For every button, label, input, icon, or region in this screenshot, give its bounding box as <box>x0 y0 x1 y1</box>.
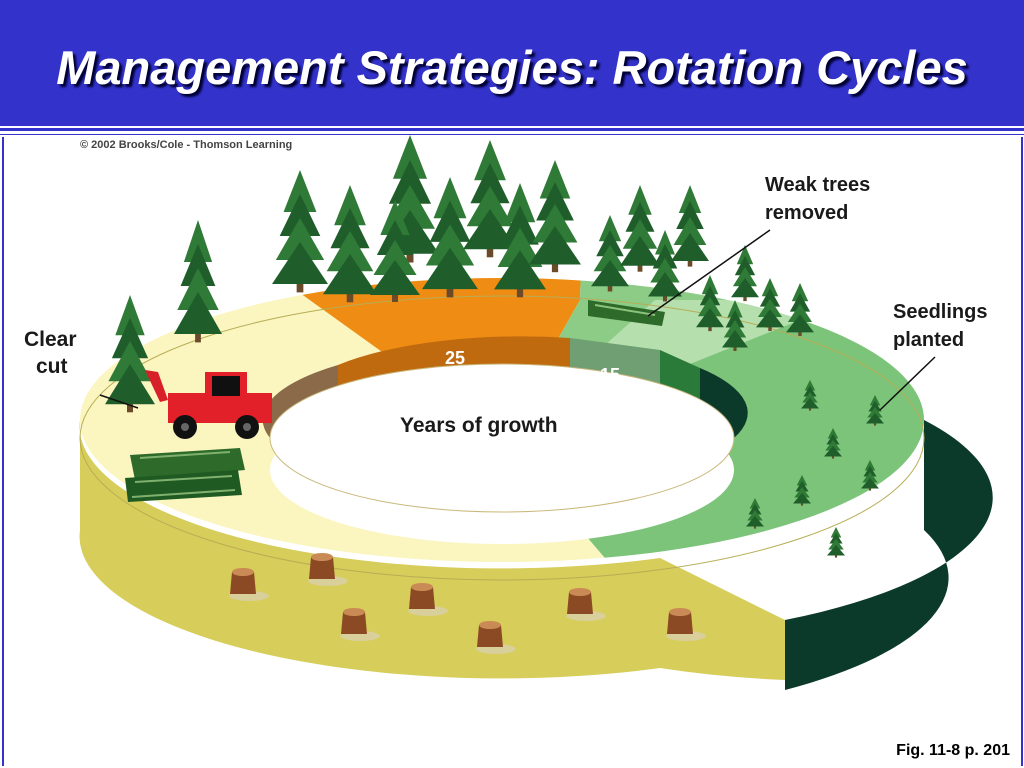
title-rule-thin <box>0 134 1024 135</box>
tree-icon <box>370 200 420 302</box>
ring-side-wall <box>79 420 993 690</box>
clear-cut-label: Clear cut <box>24 328 82 378</box>
tree-icon <box>731 245 759 302</box>
tree-icon <box>861 460 879 491</box>
tree-icon <box>620 185 660 272</box>
tree-icon <box>756 278 784 332</box>
stump-icon <box>476 621 516 654</box>
tree-icon <box>827 527 845 558</box>
year-25-label: 25 <box>445 348 465 368</box>
title-rule <box>0 128 1024 131</box>
stump-icon <box>340 608 380 641</box>
forest-trees <box>105 135 884 558</box>
year-10-label: 10 <box>667 393 687 413</box>
tree-icon <box>494 183 546 298</box>
year-5-label: 5 <box>712 427 722 447</box>
tree-icon <box>272 170 328 293</box>
copyright-notice: © 2002 Brooks/Cole - Thomson Learning <box>80 139 293 151</box>
tree-icon <box>323 185 377 303</box>
tree-icon <box>648 230 682 302</box>
tree-icon <box>746 498 764 529</box>
tree-icon <box>793 475 811 506</box>
felled-trees-icon <box>125 448 245 502</box>
tree-stumps <box>229 553 706 654</box>
tree-icon <box>801 380 819 411</box>
tree-icon <box>463 140 517 258</box>
tree-icon <box>824 428 842 459</box>
slide-title: Management Strategies: Rotation Cycles <box>56 41 968 94</box>
ring-hole <box>270 396 734 544</box>
tree-icon <box>786 283 814 337</box>
harvester-machine-icon <box>145 370 272 439</box>
removed-trees-icon <box>588 300 665 326</box>
tree-icon <box>174 220 222 343</box>
clear-cut-callout-line <box>99 394 139 409</box>
tree-icon <box>866 395 884 426</box>
stump-icon <box>666 608 706 641</box>
tree-icon <box>591 215 629 292</box>
tree-icon <box>671 185 709 267</box>
stump-icon <box>229 568 269 601</box>
tree-icon <box>529 160 581 273</box>
title-bar <box>0 0 1024 126</box>
content-frame <box>2 137 1023 766</box>
weak-trees-removed-label: Weak trees removed <box>765 174 876 224</box>
years-of-growth-label: Years of growth <box>400 414 558 437</box>
tree-icon <box>722 300 748 351</box>
stump-icon <box>566 588 606 621</box>
stump-icon <box>408 583 448 616</box>
weak-trees-callout-line <box>647 229 771 317</box>
tree-icon <box>696 275 724 332</box>
tree-icon <box>105 295 155 413</box>
year-30-label: 30 <box>307 408 327 428</box>
tree-icon <box>422 177 478 298</box>
seedlings-callout-line <box>879 356 936 411</box>
year-15-label: 15 <box>600 365 620 385</box>
seedlings-planted-label: Seedlings planted <box>893 301 993 351</box>
stump-icon <box>308 553 348 586</box>
figure-reference: Fig. 11-8 p. 201 <box>896 742 1010 759</box>
